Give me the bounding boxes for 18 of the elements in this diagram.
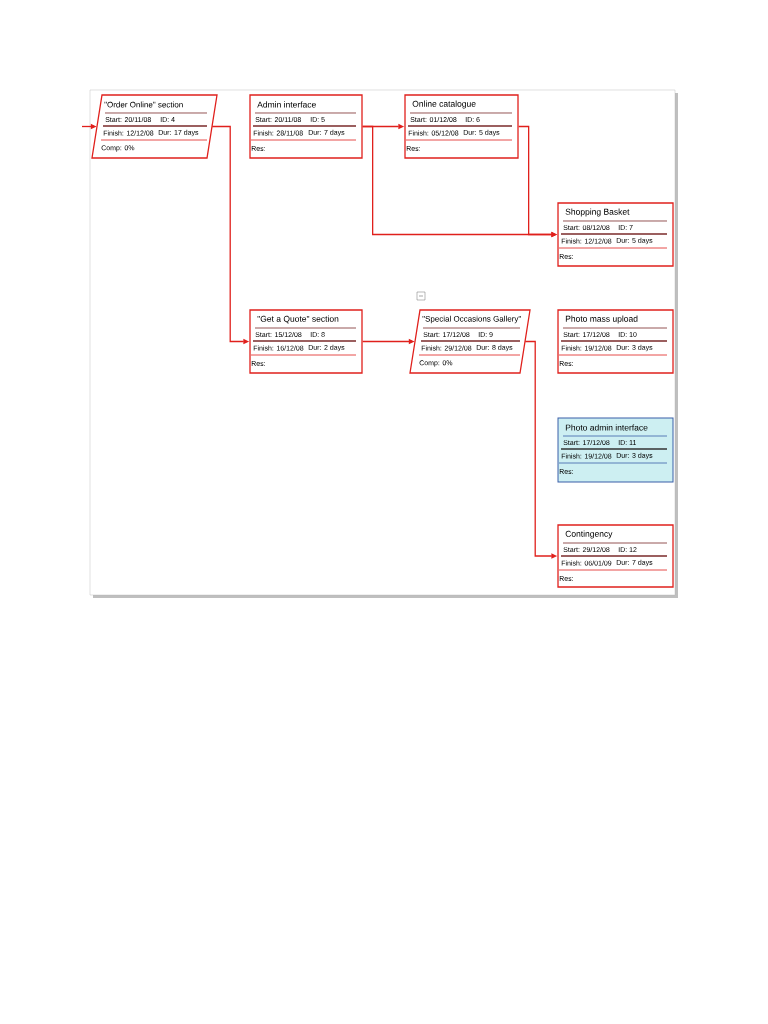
task-title: "Order Online" section xyxy=(104,101,183,108)
task-title: Photo mass upload xyxy=(565,315,638,324)
task-box xyxy=(557,309,674,374)
task-title: Contingency xyxy=(565,530,613,539)
task-title: Online catalogue xyxy=(412,100,476,109)
task-title: Shopping Basket xyxy=(565,208,630,217)
task-title: "Get a Quote" section xyxy=(257,315,339,324)
task-box xyxy=(409,309,531,374)
task-title: Admin interface xyxy=(257,101,316,108)
task-box xyxy=(249,94,363,159)
task-box xyxy=(404,94,519,159)
task-box xyxy=(557,202,674,267)
task-box xyxy=(557,524,674,588)
task-box xyxy=(91,94,218,159)
task-box xyxy=(249,309,363,374)
task-box xyxy=(557,417,674,483)
task-title: "Special Occasions Gallery" xyxy=(422,315,521,324)
task-title: Photo admin interface xyxy=(565,424,648,431)
